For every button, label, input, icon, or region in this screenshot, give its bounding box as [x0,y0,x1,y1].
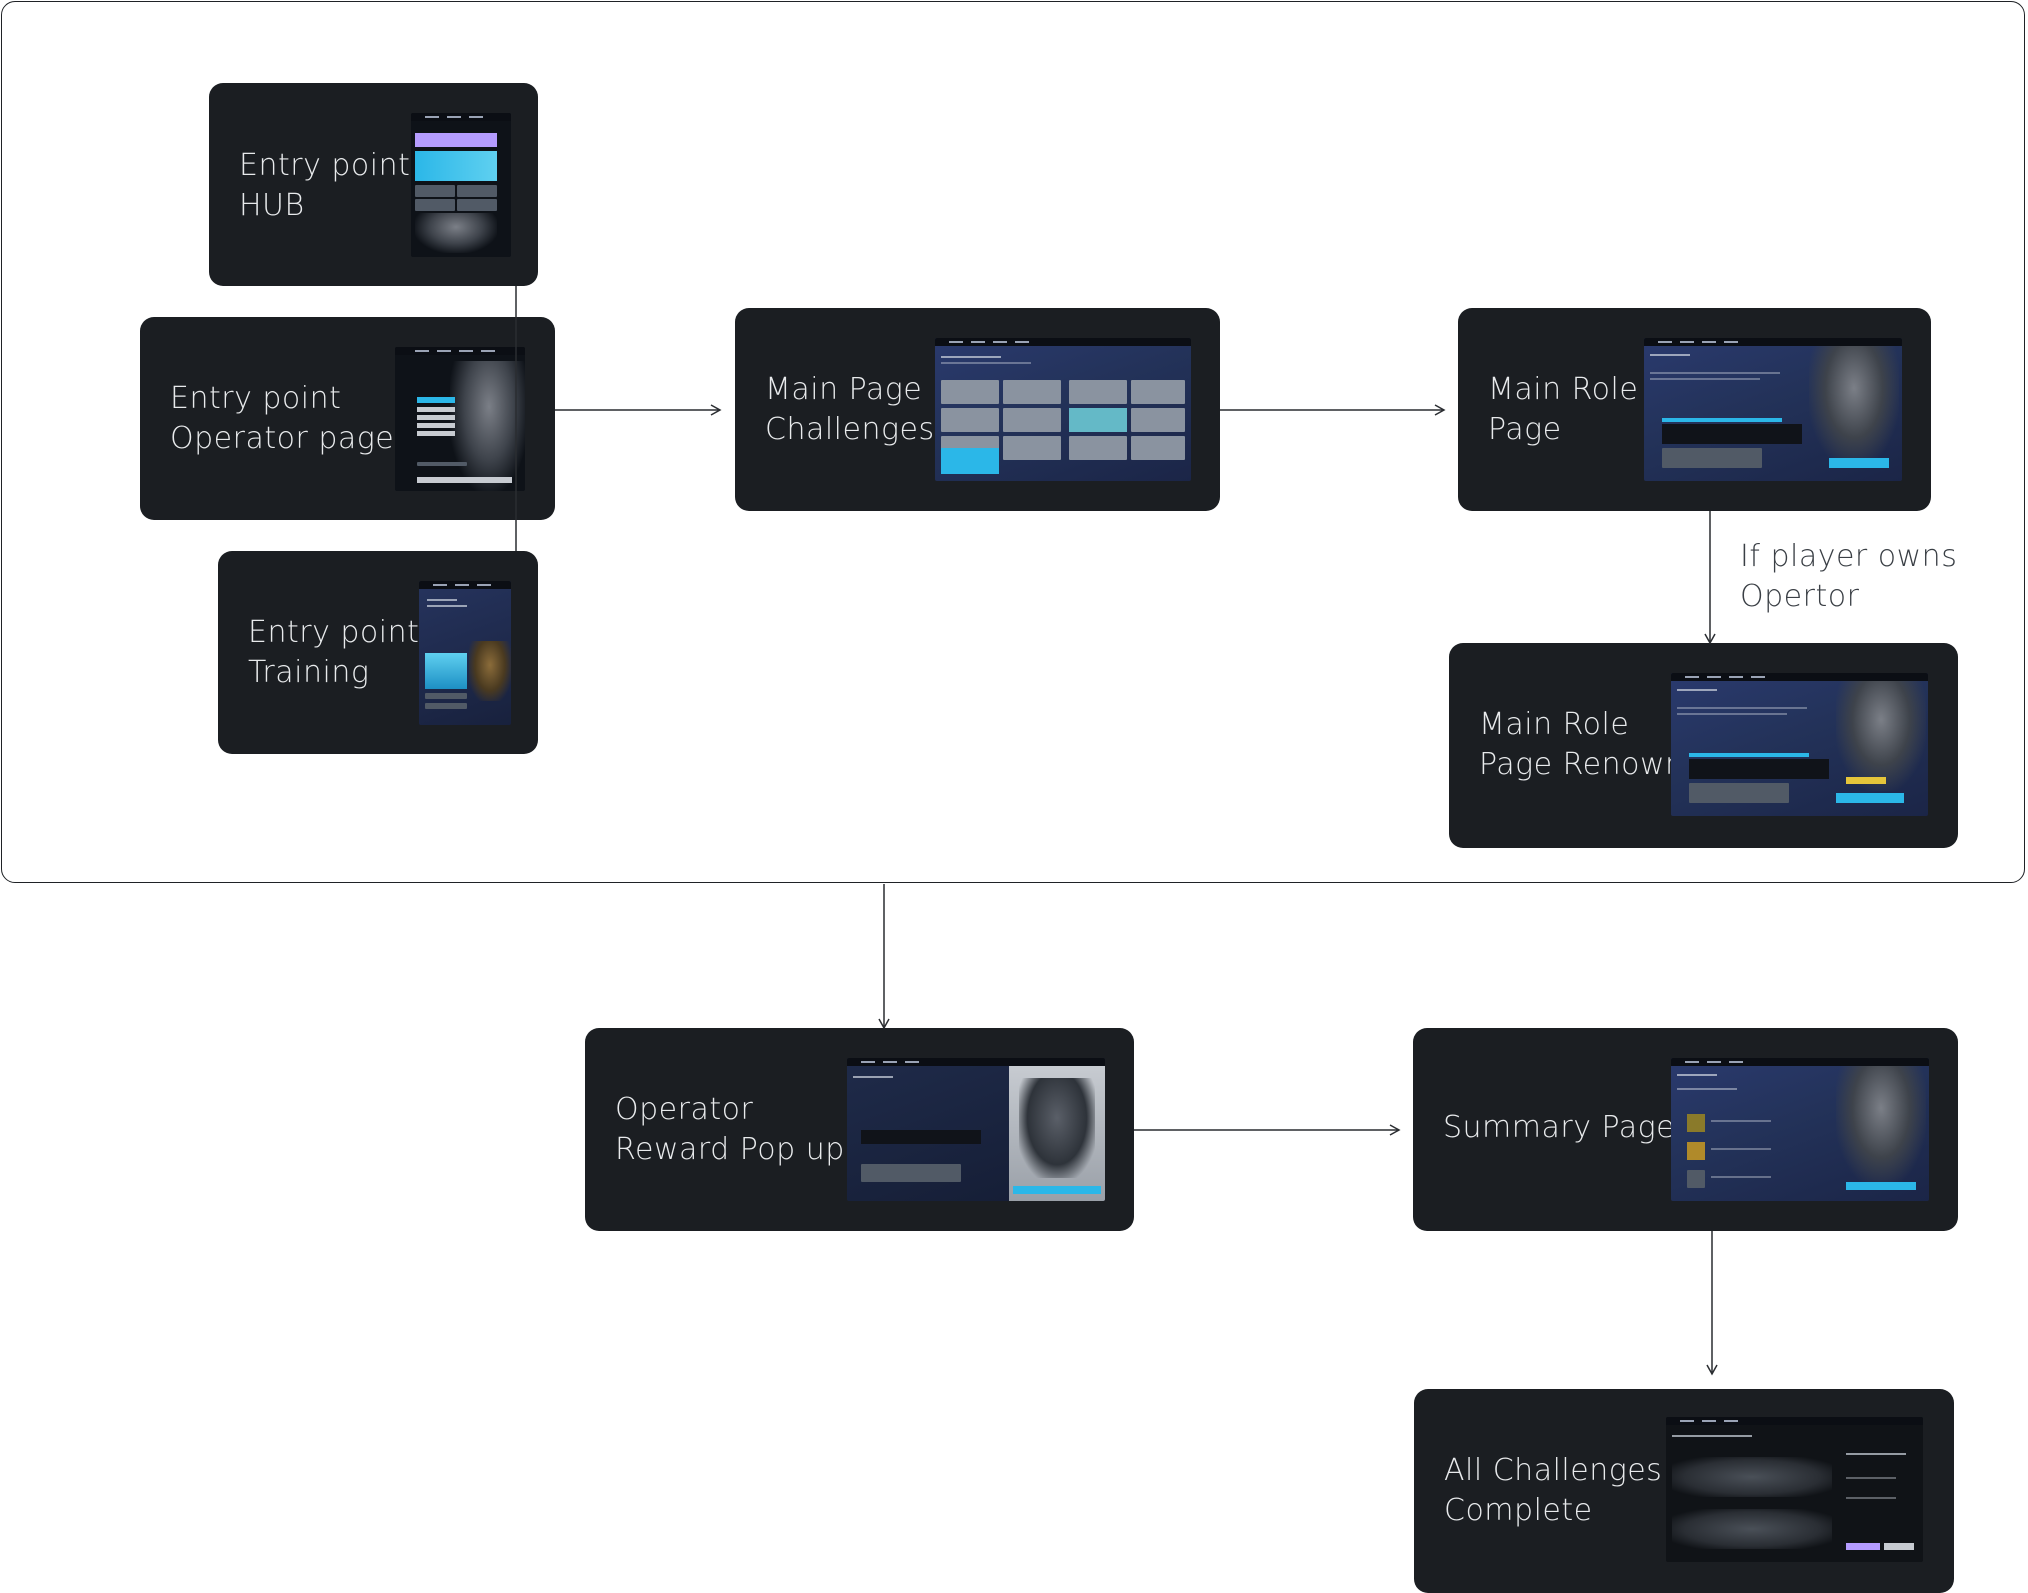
node-summary[interactable]: Summary Page [1413,1028,1958,1231]
node-entry-hub[interactable]: Entry point HUB [209,83,538,286]
screenshot-thumbnail [1671,673,1928,816]
screenshot-thumbnail [419,581,511,725]
node-label: Entry point HUB [239,148,411,223]
screenshot-thumbnail [1671,1058,1929,1201]
screenshot-thumbnail [935,338,1191,481]
node-all-complete[interactable]: All Challenges Complete [1414,1389,1954,1593]
node-main-role[interactable]: Main Role Page [1458,308,1931,511]
node-label: Entry point Training [248,615,420,690]
node-label: Main Page Challenges [765,372,935,447]
node-label: Main Role Page [1488,372,1639,447]
node-entry-operator[interactable]: Entry point Operator page [140,317,555,520]
node-label: All Challenges Complete [1444,1453,1663,1528]
condition-annotation: If player owns Opertor [1740,539,1958,614]
node-label: Entry point Operator page [170,381,395,456]
screenshot-thumbnail [411,113,511,257]
node-label: Operator Reward Pop up [615,1092,845,1167]
node-label: Main Role Page Renown [1479,707,1685,782]
node-entry-training[interactable]: Entry point Training [218,551,538,754]
screenshot-thumbnail [1666,1417,1923,1562]
screenshot-thumbnail [1644,338,1902,481]
node-main-challenges[interactable]: Main Page Challenges [735,308,1220,511]
stage-frame [1,1,2025,883]
node-reward-popup[interactable]: Operator Reward Pop up [585,1028,1134,1231]
screenshot-thumbnail [395,347,525,491]
screenshot-thumbnail [847,1058,1105,1201]
node-label: Summary Page [1443,1110,1676,1145]
node-main-role-renown[interactable]: Main Role Page Renown [1449,643,1958,848]
